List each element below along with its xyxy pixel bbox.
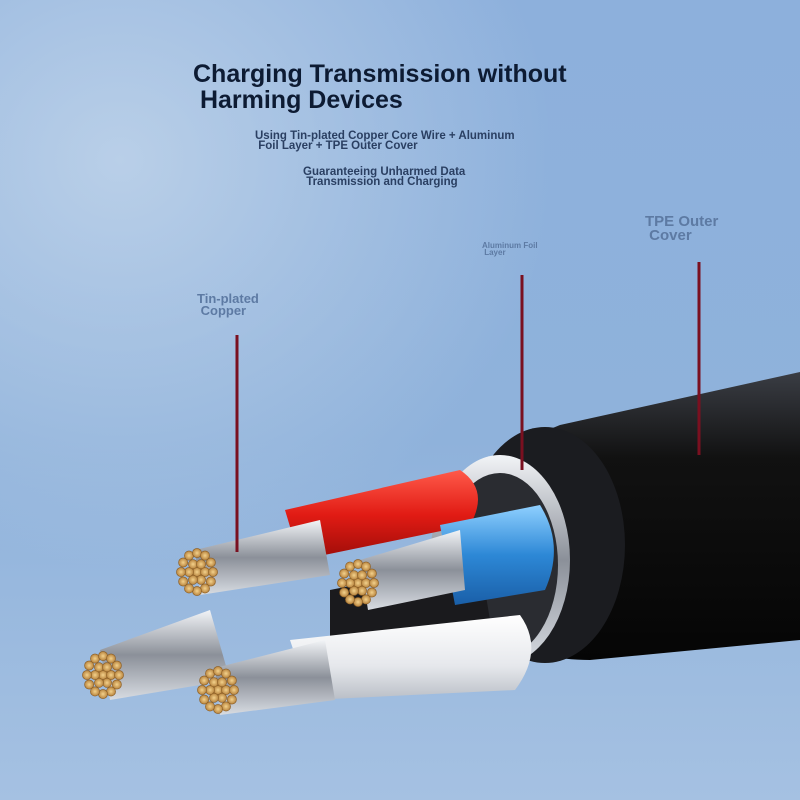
white-wire — [290, 615, 532, 700]
copper-strand — [84, 679, 95, 690]
headline-line2: Harming Devices — [193, 85, 403, 114]
headline-line1: Charging Transmission without — [193, 60, 567, 88]
copper-strand — [205, 701, 215, 712]
copper-strand — [205, 557, 216, 568]
copper-strand — [94, 677, 104, 688]
copper-strand — [221, 668, 231, 679]
label-foil-line2: Layer — [482, 248, 506, 258]
copper-strand — [199, 675, 210, 686]
subtitle2-line2: Transmission and Charging — [303, 176, 458, 189]
subtitle-materials: Using Tin-plated Copper Core Wire + Alum… — [255, 130, 515, 153]
copper-strand — [339, 587, 350, 598]
label-aluminum-foil: Aluminum Foil Layer — [482, 241, 538, 258]
copper-strand — [111, 679, 122, 690]
copper-strand — [209, 692, 219, 703]
copper-bundle — [176, 548, 218, 596]
copper-strand — [205, 576, 216, 587]
copper-strand — [345, 594, 355, 605]
copper-strand — [369, 578, 379, 588]
copper-bundle — [197, 666, 239, 714]
copper-strand — [217, 677, 227, 688]
red-wire — [285, 470, 478, 560]
copper-strand — [366, 568, 377, 579]
blue-wire — [440, 505, 554, 605]
subtitle2-line1: Guaranteeing Unharmed Data — [303, 166, 466, 178]
copper-strand — [339, 568, 350, 579]
label-foil-line1: Aluminum Foil — [482, 241, 538, 250]
strands — [195, 520, 330, 595]
label-tpe-line2: Cover — [645, 226, 692, 244]
subtitle-guarantee: Guaranteeing Unharmed Data Transmission … — [303, 166, 466, 189]
label-tin-plated-copper: Tin-plated Copper — [197, 291, 259, 318]
copper-strand — [82, 670, 92, 680]
label-tpe-outer-cover: TPE Outer Cover — [645, 213, 719, 244]
copper-strand — [176, 567, 186, 577]
label-tpe-line1: TPE Outer — [645, 213, 719, 230]
subtitle1-line1: Using Tin-plated Copper Core Wire + Alum… — [255, 130, 515, 142]
headline: Charging Transmission without Harming De… — [193, 60, 567, 114]
copper-strand — [226, 694, 237, 705]
copper-strand — [114, 670, 124, 680]
copper-strand — [106, 653, 116, 664]
copper-strand — [102, 662, 112, 673]
copper-strand — [197, 685, 207, 695]
copper-strand — [184, 583, 194, 594]
copper-strand — [349, 585, 359, 596]
copper-strand — [200, 550, 210, 561]
copper-strand — [90, 686, 100, 697]
copper-strand — [226, 675, 237, 686]
label-copper-line2: Copper — [197, 302, 247, 318]
label-copper-line1: Tin-plated — [197, 291, 259, 306]
copper-strand — [111, 660, 122, 671]
copper-strand — [188, 574, 198, 585]
copper-strand — [337, 578, 347, 588]
subtitle1-line2: Foil Layer + TPE Outer Cover — [255, 140, 418, 153]
copper-strand — [84, 660, 95, 671]
copper-strand — [357, 570, 367, 581]
copper-bundle — [82, 651, 124, 699]
copper-strand — [199, 694, 210, 705]
copper-strand — [178, 576, 189, 587]
copper-strand — [366, 587, 377, 598]
copper-bundle — [337, 559, 379, 607]
copper-strand — [361, 561, 371, 572]
copper-strand — [229, 685, 239, 695]
copper-strand — [178, 557, 189, 568]
copper-strand — [208, 567, 218, 577]
copper-strand — [196, 559, 206, 570]
